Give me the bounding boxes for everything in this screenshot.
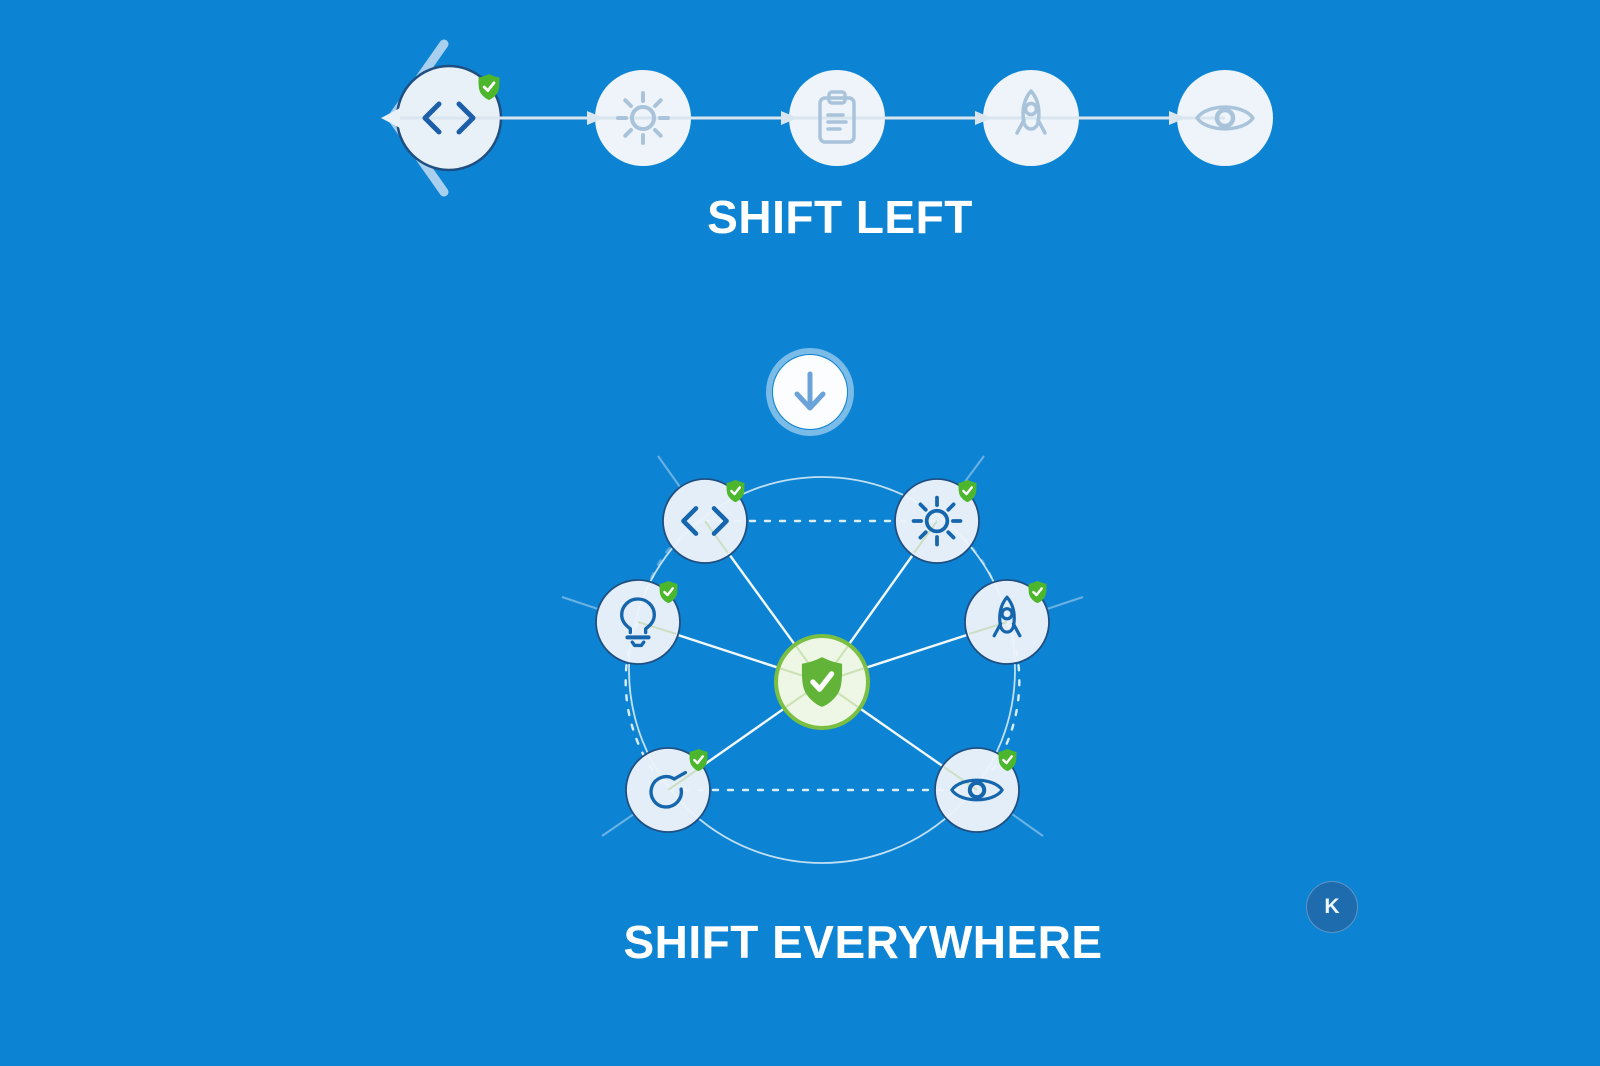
center-security-hub [774,634,870,730]
wheel-nodes [595,478,1050,833]
shift-everywhere-title: SHIFT EVERYWHERE [623,916,1103,968]
right-arrowhead-icon [781,111,798,125]
node-circle-code [662,478,748,564]
shift-left-pipeline [381,39,1273,197]
right-arrowhead-icon [975,111,992,125]
node-circle-build [894,478,980,564]
shift-everywhere-wheel [561,455,1084,864]
node-circle-idea [595,579,681,665]
node-circle-iterate [625,747,711,833]
right-arrowhead-icon [587,111,604,125]
wheel-outer-ring [628,476,1016,864]
right-arrowhead-icon [1169,111,1186,125]
transition-arrow [766,348,854,436]
chat-widget-button[interactable]: K [1306,881,1358,933]
shift-left-title: SHIFT LEFT [707,191,973,243]
node-circle-deploy [964,579,1050,665]
node-circle-monitor [934,747,1020,833]
left-arrowhead-icon [381,108,400,128]
wheel-spoke-extensions [561,455,1084,837]
down-arrow-circle [766,348,854,436]
down-arrow-icon [794,371,826,411]
